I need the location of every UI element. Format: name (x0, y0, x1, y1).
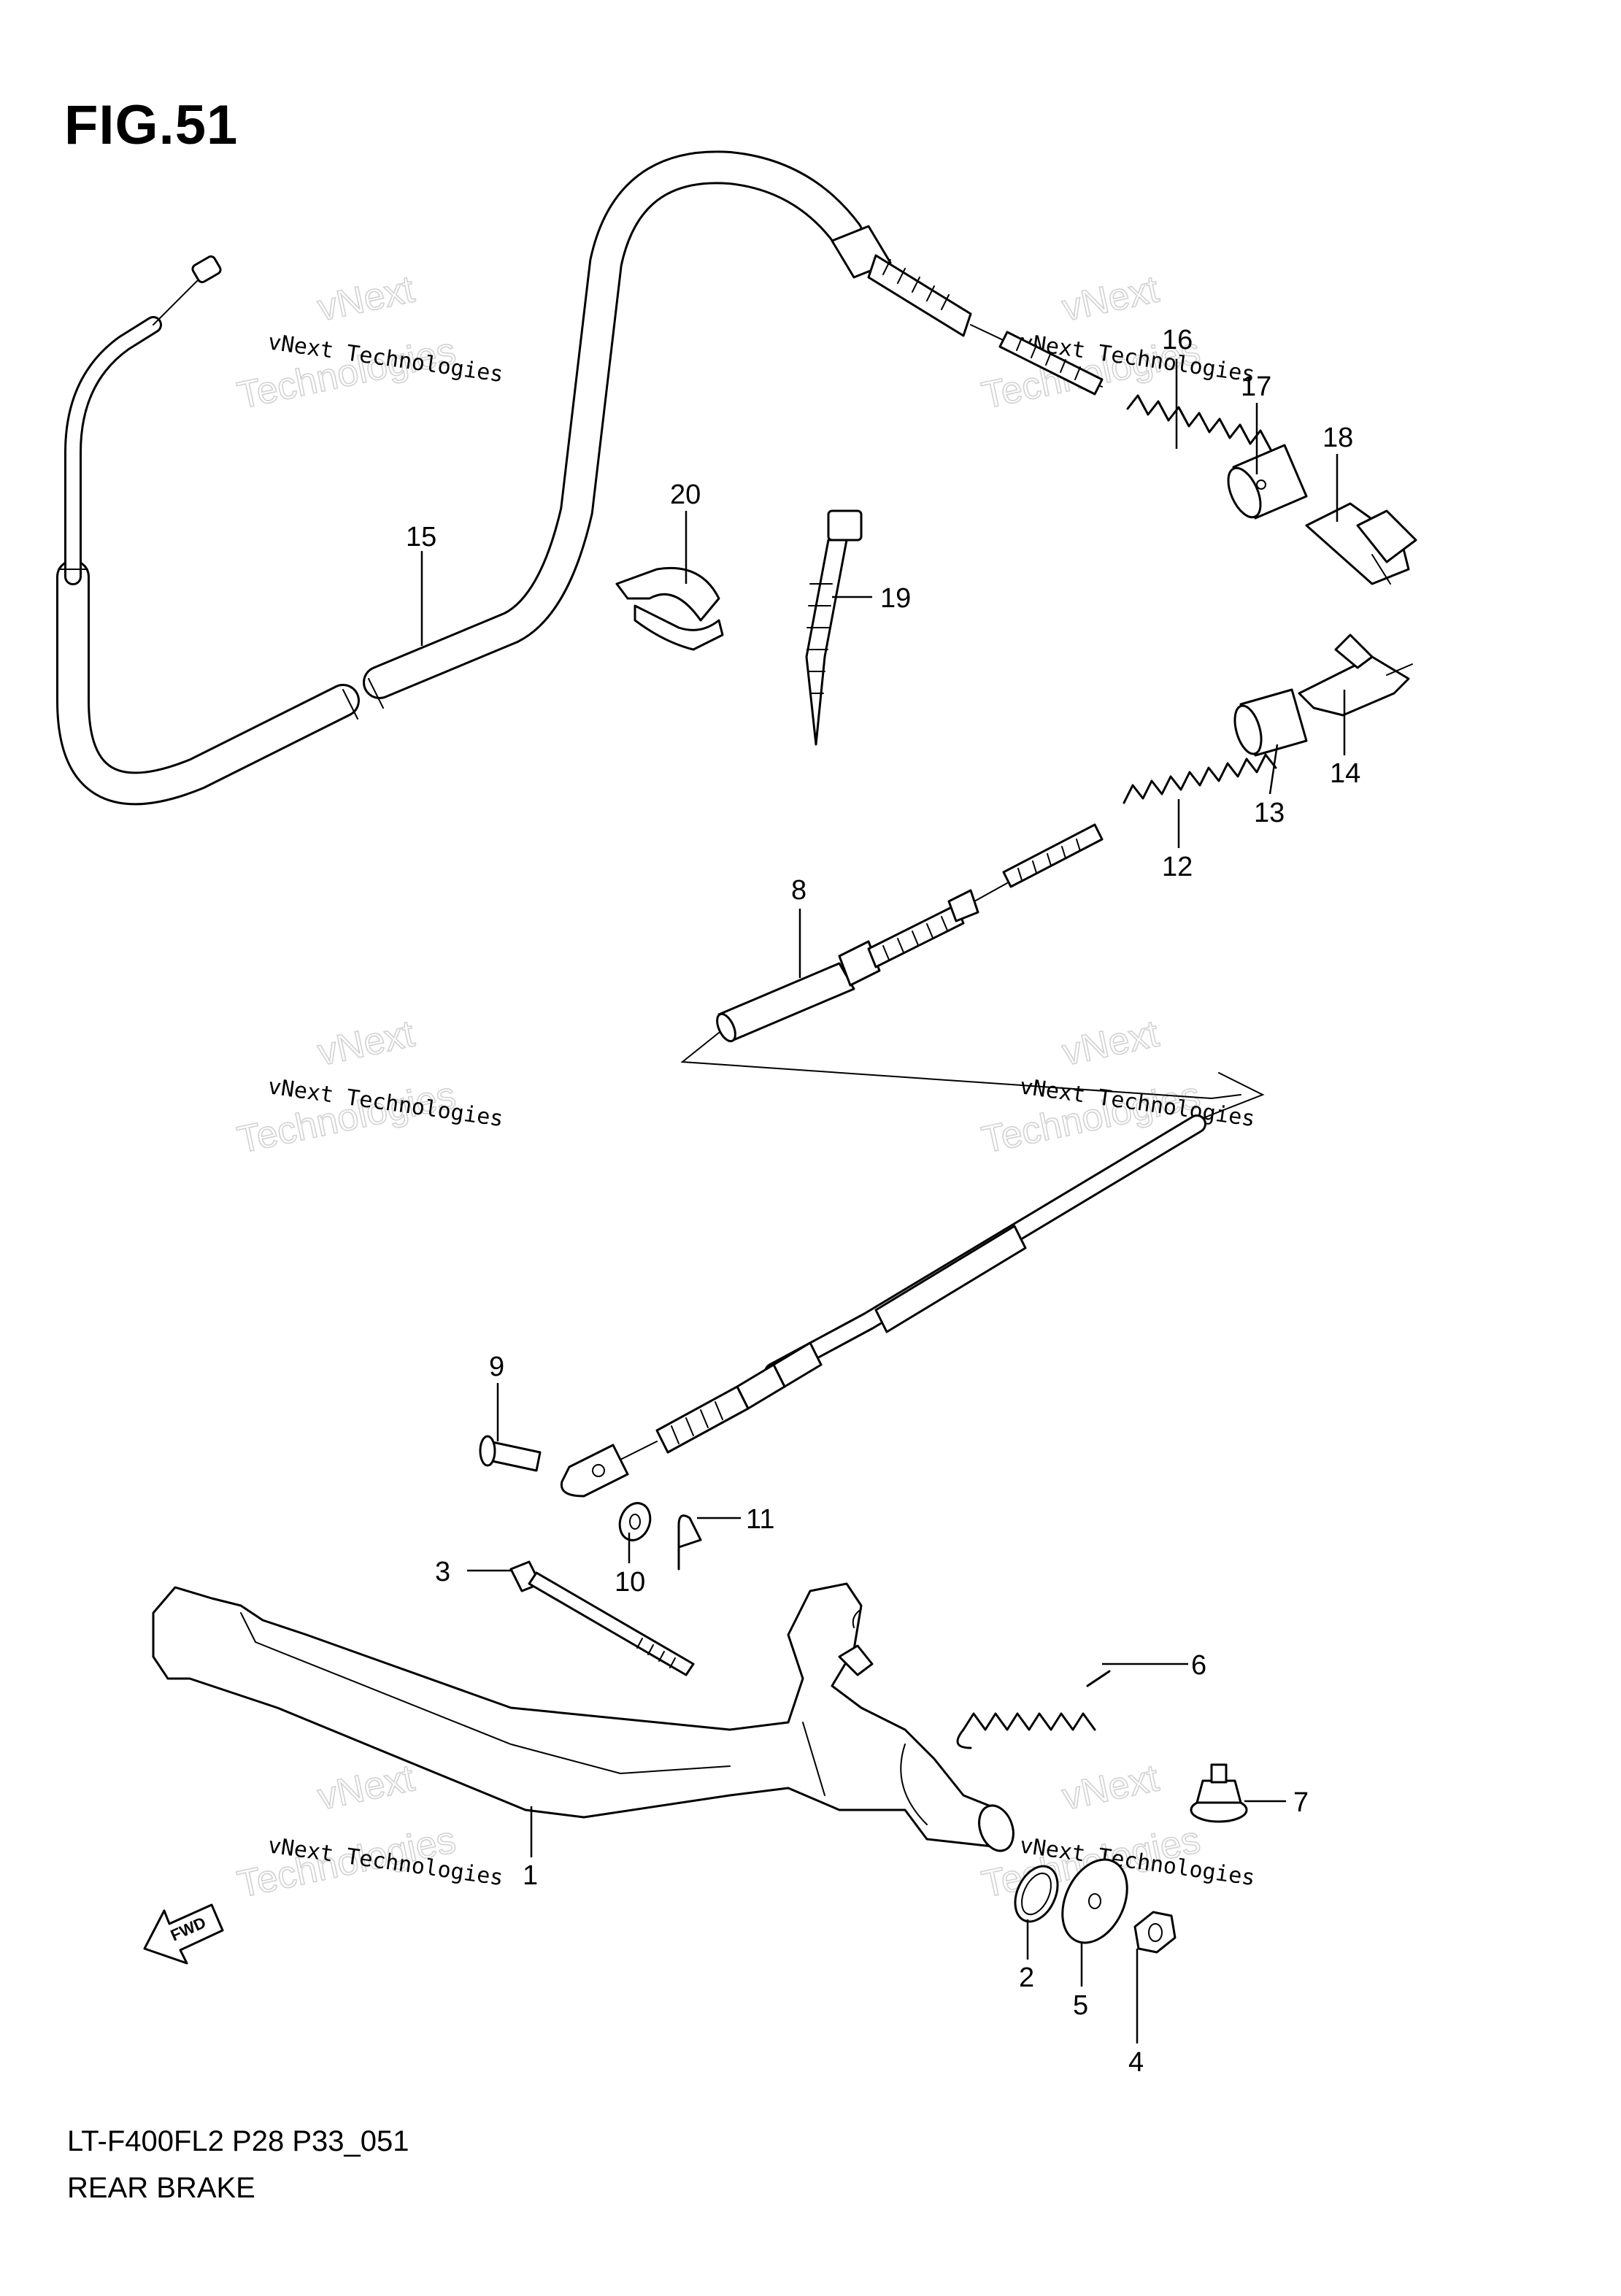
callout-10: 10 (615, 1567, 645, 1598)
part-2-circlip (1014, 1865, 1059, 1923)
callout-1: 1 (523, 1860, 538, 1891)
callout-6: 6 (1191, 1650, 1206, 1681)
callout-3: 3 (435, 1557, 450, 1587)
callout-11: 11 (746, 1504, 774, 1535)
part-14-bracket (1298, 633, 1413, 717)
part-20-clamp (615, 566, 724, 651)
part-7-flange-nut (1190, 1763, 1248, 1823)
watermark-1: Technologies vNext vNext Technologies (234, 267, 505, 417)
svg-text:vNext: vNext (1058, 1757, 1163, 1818)
callout-17: 17 (1241, 371, 1271, 402)
callout-13: 13 (1254, 798, 1285, 828)
part-16-spring (1126, 394, 1272, 451)
part-5-washer (1061, 1858, 1128, 1944)
watermark-2: Technologies vNext vNext Technologies (978, 267, 1257, 417)
callout-7: 7 (1293, 1787, 1309, 1818)
callout-16: 16 (1162, 325, 1193, 355)
svg-text:vNext: vNext (314, 1757, 418, 1818)
callout-9: 9 (489, 1352, 504, 1382)
part-15-cable (56, 150, 1104, 806)
part-18-bracket (1305, 502, 1417, 585)
part-10-washer (618, 1502, 652, 1541)
svg-text:vNext: vNext (314, 268, 418, 329)
callout-numbers: 15 16 17 18 20 19 14 13 12 8 9 10 11 3 6… (406, 325, 1360, 2078)
svg-text:vNext: vNext (1058, 1012, 1163, 1074)
figure-title: FIG.51 (64, 94, 239, 156)
part-4-nut (1133, 1911, 1177, 1954)
part-9-pin (479, 1435, 542, 1472)
callout-20: 20 (670, 479, 701, 510)
fwd-arrow-icon: FWD (143, 1903, 224, 1965)
part-17-sleeve (1227, 444, 1308, 520)
watermark-3: Technologies vNext vNext Technologies (234, 1012, 505, 1162)
callout-2: 2 (1019, 1962, 1034, 1993)
svg-text:vNext: vNext (1058, 268, 1163, 329)
callout-19: 19 (880, 583, 911, 614)
part-13-sleeve (1233, 688, 1308, 757)
callout-8: 8 (791, 875, 806, 906)
part-12-spring (1123, 753, 1277, 804)
callout-18: 18 (1322, 423, 1353, 453)
model-code: LT-F400FL2 P28 P33_051 (67, 2125, 409, 2157)
part-1-brake-pedal (152, 1582, 1014, 1852)
part-3-bolt (509, 1560, 695, 1676)
watermark-4: Technologies vNext vNext Technologies (978, 1012, 1257, 1162)
part-11-clip (677, 1514, 702, 1571)
callout-15: 15 (406, 522, 436, 552)
callout-5: 5 (1073, 1990, 1088, 2021)
section-name: REAR BRAKE (67, 2172, 255, 2204)
callout-4: 4 (1128, 2047, 1144, 2078)
part-8-cable (560, 823, 1265, 1498)
svg-text:vNext: vNext (314, 1012, 418, 1074)
callout-12: 12 (1162, 852, 1193, 882)
callout-14: 14 (1330, 758, 1360, 789)
leader-lines (420, 359, 1346, 2043)
part-19-cable-tie (805, 509, 863, 746)
part-6-spring (956, 1670, 1111, 1749)
